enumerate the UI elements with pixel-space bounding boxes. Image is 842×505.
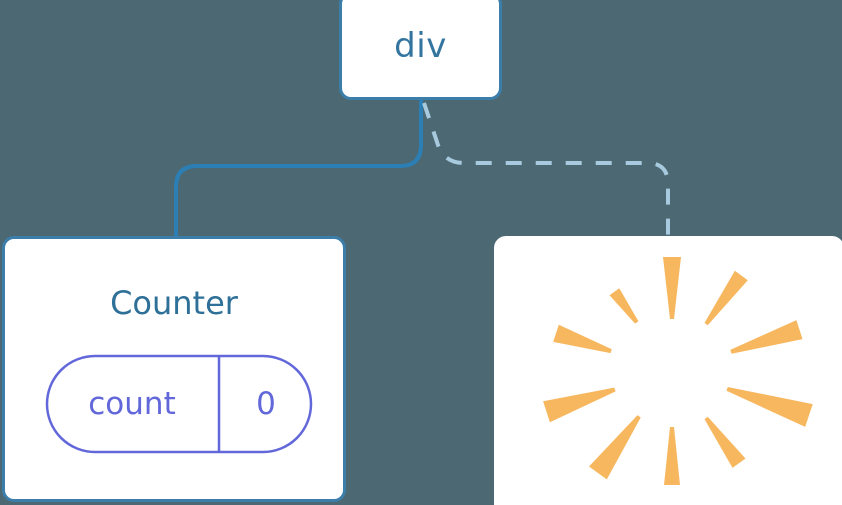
node-div[interactable]: div	[339, 0, 502, 100]
burst-ray-3	[726, 387, 813, 427]
burst-ray-8	[553, 324, 612, 354]
burst-ray-7	[543, 387, 616, 423]
prop-name: count	[88, 385, 176, 422]
burst-ray-6	[589, 415, 641, 480]
burst-ray-2	[730, 320, 803, 354]
burst-ray-9	[609, 288, 639, 324]
prop-pill-count[interactable]: count 0	[45, 354, 313, 454]
burst-ray-0	[663, 257, 681, 319]
node-highlight[interactable]	[494, 236, 842, 505]
burst-ray-1	[704, 270, 748, 326]
prop-value: 0	[256, 385, 276, 422]
sparkle-burst-icon	[543, 257, 813, 485]
node-counter[interactable]: Counter count 0	[2, 236, 346, 502]
burst-ray-5	[664, 427, 680, 485]
node-div-label: div	[394, 26, 447, 66]
edge-div-to-burst	[422, 102, 670, 238]
prop-pill-shape	[45, 354, 313, 454]
edge-div-to-counter	[174, 100, 423, 238]
burst-ray-4	[704, 416, 746, 468]
node-counter-label: Counter	[110, 284, 238, 322]
